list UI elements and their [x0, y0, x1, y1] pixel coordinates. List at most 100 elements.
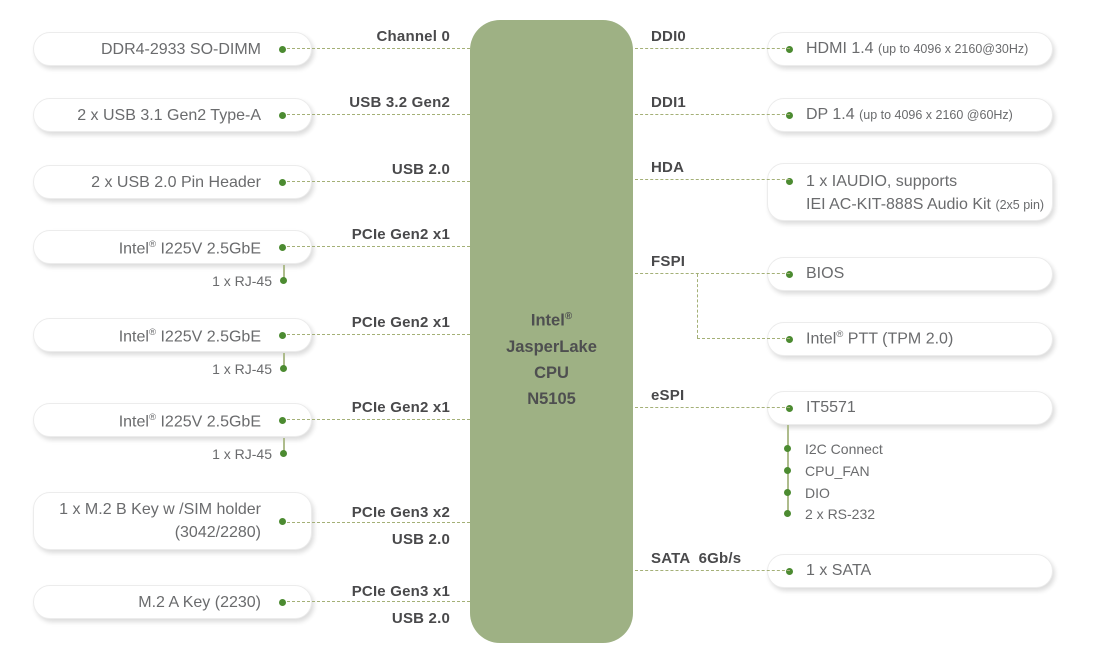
- box-iaudio: 1 x IAUDIO, supports IEI AC-KIT-888S Aud…: [767, 163, 1053, 221]
- bus-label-usb20-m2a: USB 2.0: [391, 610, 450, 627]
- ec-sub-item-i2c: I2C Connect: [805, 441, 883, 457]
- fspi-branch-vline: [697, 274, 698, 338]
- bus-line-usb32: [287, 114, 470, 115]
- box-intel-ptt: Intel® PTT (TPM 2.0): [767, 322, 1053, 356]
- box-sata: 1 x SATA: [767, 554, 1053, 588]
- fspi-branch-hline: [697, 338, 790, 339]
- ec-sub-dot: [784, 489, 791, 496]
- device-label: 2 x USB 2.0 Pin Header: [91, 173, 261, 191]
- cpu-title-line: Intel®: [530, 311, 573, 330]
- cpu-title-line: N5105: [527, 389, 576, 408]
- box-m2-bkey: 1 x M.2 B Key w /SIM holder (3042/2280): [33, 492, 312, 550]
- device-label: M.2 A Key (2230): [138, 593, 261, 611]
- ec-sub-item-cpufan: CPU_FAN: [805, 463, 870, 479]
- device-label: Intel® PTT (TPM 2.0): [806, 329, 954, 348]
- box-hdmi: HDMI 1.4 (up to 4096 x 2160@30Hz): [767, 32, 1053, 66]
- connector-dot: [279, 416, 286, 424]
- bus-label-channel0: Channel 0: [376, 28, 450, 45]
- bus-label-pcie-3: PCIe Gen2 x1: [351, 399, 450, 416]
- box-i225v-1: Intel® I225V 2.5GbE: [33, 230, 312, 264]
- ec-sub-item-dio: DIO: [805, 485, 830, 501]
- connector-dot: [279, 45, 286, 53]
- box-m2-akey: M.2 A Key (2230): [33, 585, 312, 619]
- connector-dot: [279, 598, 286, 606]
- connector-dot: [786, 404, 793, 412]
- connector-dot: [786, 45, 793, 53]
- connector-dot: [786, 567, 793, 575]
- connector-dot: [279, 243, 286, 251]
- connector-dot: [279, 178, 286, 186]
- bus-label-usb20: USB 2.0: [391, 161, 450, 178]
- device-label: 2 x USB 3.1 Gen2 Type-A: [77, 106, 261, 124]
- connector-dot: [279, 517, 286, 525]
- rj45-line-3: [283, 438, 285, 451]
- bus-line-sata: [635, 570, 790, 571]
- rj45-label-2: 1 x RJ-45: [212, 361, 272, 377]
- device-label: Intel® I225V 2.5GbE: [118, 239, 261, 258]
- box-usb20-header: 2 x USB 2.0 Pin Header: [33, 165, 312, 199]
- bus-line-pcie-g3x1: [287, 601, 470, 602]
- bus-line-fspi: [635, 273, 790, 274]
- bus-line-pcie-2: [287, 334, 470, 335]
- box-bios: BIOS: [767, 257, 1053, 291]
- cpu-title: Intel® JasperLake CPU N5105: [470, 304, 633, 412]
- device-label: DP 1.4 (up to 4096 x 2160 @60Hz): [806, 106, 1013, 123]
- device-label: Intel® I225V 2.5GbE: [118, 412, 261, 431]
- device-label: HDMI 1.4 (up to 4096 x 2160@30Hz): [806, 40, 1029, 57]
- box-ddr4-sodimm: DDR4-2933 SO-DIMM: [33, 32, 312, 66]
- device-label: IT5571: [806, 399, 856, 416]
- ec-sub-dot: [784, 510, 791, 517]
- rj45-label-1: 1 x RJ-45: [212, 273, 272, 289]
- ec-sub-item-rs232: 2 x RS-232: [805, 506, 876, 522]
- box-usb31-typea: 2 x USB 3.1 Gen2 Type-A: [33, 98, 312, 132]
- connector-dot: [786, 335, 793, 343]
- bus-line-usb20: [287, 181, 470, 182]
- bus-line-ddi1: [635, 114, 790, 115]
- connector-dot: [786, 111, 793, 119]
- bus-label-espi: eSPI: [651, 387, 685, 404]
- bus-label-pcie-2: PCIe Gen2 x1: [351, 314, 450, 331]
- box-dp: DP 1.4 (up to 4096 x 2160 @60Hz): [767, 98, 1053, 132]
- bus-line-channel0: [287, 48, 470, 49]
- cpu-title-line: JasperLake: [506, 337, 597, 356]
- connector-dot: [786, 270, 793, 278]
- rj45-dot-2: [280, 365, 287, 372]
- cpu-block: Intel® JasperLake CPU N5105: [470, 20, 633, 643]
- bus-label-pcie-g3x2: PCIe Gen3 x2: [351, 504, 450, 521]
- device-label: Intel® I225V 2.5GbE: [118, 327, 261, 346]
- bus-label-pcie-1: PCIe Gen2 x1: [351, 226, 450, 243]
- device-label: 1 x SATA: [806, 562, 872, 579]
- bus-label-sata: SATA 6Gb/s: [651, 550, 742, 567]
- connector-dot: [279, 331, 286, 339]
- bus-line-pcie-3: [287, 419, 470, 420]
- rj45-dot-3: [280, 450, 287, 457]
- device-label: DDR4-2933 SO-DIMM: [100, 40, 261, 58]
- bus-line-ddi0: [635, 48, 790, 49]
- box-i225v-3: Intel® I225V 2.5GbE: [33, 403, 312, 437]
- ec-sub-dot: [784, 467, 791, 474]
- bus-label-ddi1: DDI1: [651, 94, 686, 111]
- bus-label-hda: HDA: [651, 159, 685, 176]
- bus-label-ddi0: DDI0: [651, 28, 686, 45]
- bus-line-hda: [635, 179, 790, 180]
- connector-dot: [786, 178, 793, 185]
- bus-line-pcie-g3x2: [287, 522, 470, 523]
- box-i225v-2: Intel® I225V 2.5GbE: [33, 318, 312, 352]
- box-it5571: IT5571: [767, 391, 1053, 425]
- rj45-line-2: [283, 353, 285, 366]
- device-label: 1 x IAUDIO, supports: [806, 173, 958, 190]
- bus-label-usb20-m2b: USB 2.0: [391, 531, 450, 548]
- bus-label-pcie-g3x1: PCIe Gen3 x1: [351, 583, 450, 600]
- bus-line-espi: [635, 407, 790, 408]
- device-label: 1 x M.2 B Key w /SIM holder (3042/2280): [59, 501, 261, 541]
- device-label: BIOS: [806, 265, 845, 282]
- device-label: IEI AC-KIT-888S Audio Kit (2x5 pin): [806, 196, 1045, 213]
- rj45-dot-1: [280, 277, 287, 284]
- ec-sub-dot: [784, 445, 791, 452]
- connector-dot: [279, 111, 286, 119]
- rj45-line-1: [283, 265, 285, 278]
- cpu-title-line: CPU: [534, 363, 569, 382]
- rj45-label-3: 1 x RJ-45: [212, 446, 272, 462]
- bus-label-fspi: FSPI: [651, 253, 686, 270]
